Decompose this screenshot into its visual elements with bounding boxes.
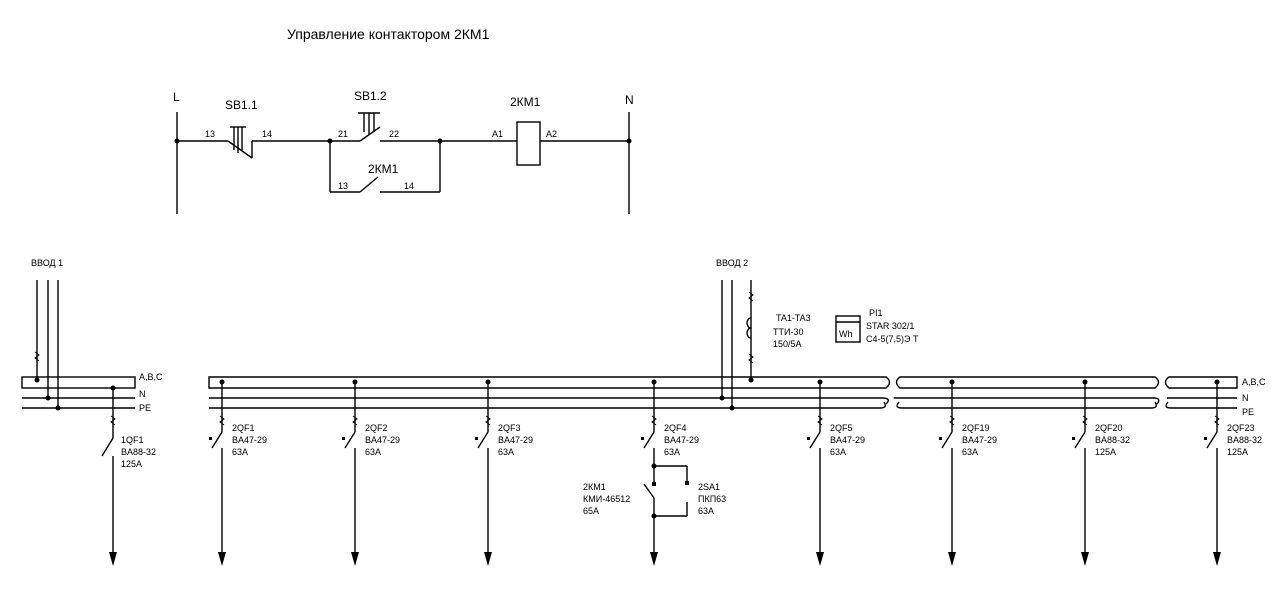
energy-meter-icon [835,315,861,343]
main-breaker-rating: 125A [121,459,142,469]
contactor-and-switch: 2КМ1 КМИ-46512 65A 2SA1 ПКП63 63A [583,455,726,566]
breaker-rating: 63A [664,447,680,457]
input-1-label: ВВОД 1 [31,258,63,268]
self-hold-contact [329,141,441,193]
switch-rating: 63A [698,506,714,516]
contactor-name: 2КМ1 [583,482,606,492]
breaker-rating: 63A [962,447,978,457]
breaker-type: BA47-29 [232,435,267,445]
breaker-type: BA47-29 [664,435,699,445]
stop-button-sb1-1 [227,126,330,159]
switch-name: 2SA1 [698,482,720,492]
neutral-label: N [625,93,634,107]
input-2-section: ВВОД 2 TA1-TA3 ТТИ-30 150/5A Wh PI1 STAR… [716,258,919,411]
self-hold-label: 2КМ1 [368,162,399,176]
breaker-name: 2QF20 [1095,423,1123,433]
breaker-name: 2QF2 [365,423,388,433]
sb1-1-label: SB1.1 [225,98,258,112]
current-transformer-icon [746,317,752,339]
breaker-type: BA47-29 [365,435,400,445]
main-breaker-type: BA88-32 [121,447,156,457]
ct-line2: ТТИ-30 [773,327,803,337]
control-circuit: L N SB1.1 13 14 [173,89,634,214]
breaker-rating: 63A [232,447,248,457]
start-button-sb1-2 [330,112,440,142]
junction-dot [174,138,180,144]
breaker-name: 2QF3 [498,423,521,433]
contactor-rating: 65A [583,506,599,516]
switch-type: ПКП63 [698,494,726,504]
breaker-rating: 125A [1227,447,1248,457]
breaker-type: BA47-29 [962,435,997,445]
breaker-name: 2QF5 [830,423,853,433]
sb1-2-label: SB1.2 [354,89,387,103]
self-hold-pin-b: 14 [404,181,414,191]
breaker-name: 2QF4 [664,423,687,433]
bus-pe-label-left: PE [139,403,151,413]
breaker-name: 2QF23 [1227,423,1255,433]
coil-label: 2КМ1 [510,95,541,109]
breaker-name: 2QF19 [962,423,990,433]
breaker-type: BA47-29 [498,435,533,445]
coil-pin-a: A1 [492,129,503,139]
coil-pin-b: A2 [546,129,557,139]
ct-line3: 150/5A [773,339,802,349]
breaker-rating: 63A [498,447,514,457]
meter-line1: PI1 [869,308,883,318]
bus-n-label-right: N [1242,393,1249,403]
phase-label: L [173,90,180,104]
contactor-type: КМИ-46512 [583,494,630,504]
bus-pe-label-right: PE [1242,407,1254,417]
bus-n-label-left: N [139,389,146,399]
meter-symbol: Wh [839,329,853,339]
meter-line3: C4-5(7,5)Э Т [866,334,919,344]
sb1-2-pin-a: 21 [338,129,348,139]
sb1-1-pin-b: 14 [262,129,272,139]
coil-2km1 [516,121,541,166]
input-2-label: ВВОД 2 [716,258,748,268]
junction-dot [626,138,632,144]
self-hold-pin-a: 13 [338,181,348,191]
main-breaker-name: 1QF1 [121,435,144,445]
breaker-rating: 63A [830,447,846,457]
breaker-rating: 63A [365,447,381,457]
sb1-2-pin-b: 22 [389,129,399,139]
ct-line1: TA1-TA3 [776,313,811,323]
bus-abc-label-left: A,B,C [139,372,163,382]
diagram-title: Управление контактором 2КМ1 [287,26,490,42]
busbar-right: A,B,C N PE [208,376,1266,417]
sb1-1-pin-a: 13 [205,129,215,139]
bus-abc-label-right: A,B,C [1242,377,1266,387]
breaker-rating: 125A [1095,447,1116,457]
busbar-abc-left [21,376,136,389]
input-1-section: ВВОД 1 A,B,C N PE 1QF1 BA88-32 125A [21,258,163,566]
breaker-type: BA88-32 [1095,435,1130,445]
breaker-name: 2QF1 [232,423,255,433]
breaker-type: BA47-29 [830,435,865,445]
breaker-type: BA88-32 [1227,435,1262,445]
meter-line2: STAR 302/1 [866,321,914,331]
